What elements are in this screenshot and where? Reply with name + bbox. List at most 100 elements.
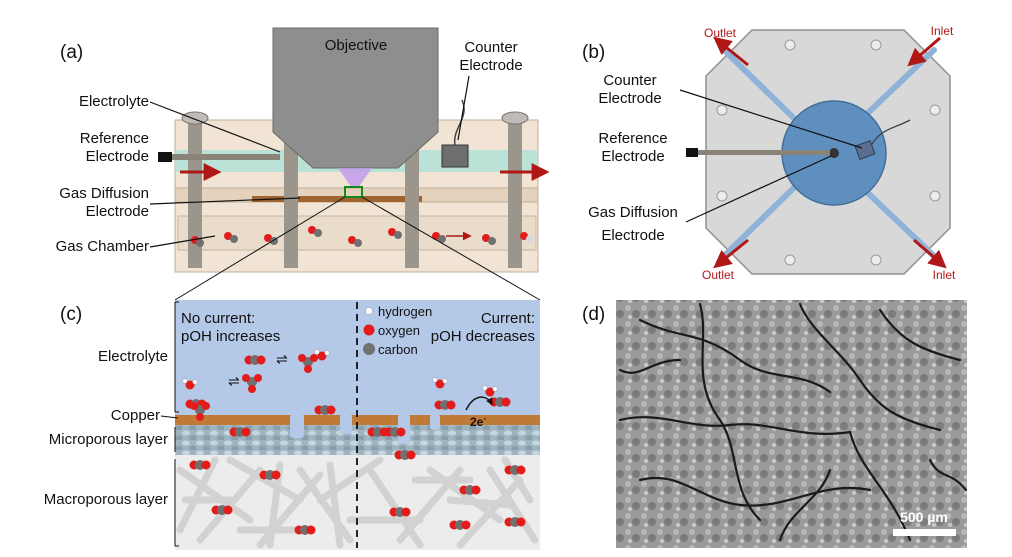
panel-d-label: (d) [582,304,605,325]
b-reference-label-2: Electrode [601,148,664,165]
legend-hydrogen: hydrogen [378,304,432,319]
fiber [326,461,344,549]
reference-electrode-tip-b [686,148,698,157]
hydrogen-atom [192,379,198,385]
oxygen-atom [242,374,250,382]
copper-layer-label: Copper [111,407,160,424]
fiber [366,466,424,549]
hydrogen-atom [482,385,488,391]
oxygen-atom [326,405,336,415]
legend-carbon-swatch [363,343,375,355]
oxygen-atom [471,485,481,495]
focus-box [344,186,363,198]
scale-bar [893,529,956,536]
electrolyte-label: Electrolyte [79,93,149,110]
panel-b: (b) Outlet Inlet Outlet [582,24,956,282]
oxygen-atom [317,351,327,361]
outlet-arrow-bottom [713,238,749,269]
gas-chamber-leader [149,235,216,248]
panel-b-label: (b) [582,42,605,63]
inlet-label-bottom: Inlet [933,268,956,282]
reference-electrode-rod [172,154,280,160]
legend-hydrogen-swatch [365,307,373,315]
reference-electrode-label-1: Reference [80,130,149,147]
counter-leader [457,75,470,141]
copper-layer [175,415,540,425]
counter-electrode-mesh-b [854,140,876,160]
b-gde-label-2: Electrode [601,227,664,244]
inlet-arrow-bottom [913,238,947,269]
counter-wire-b [871,119,911,145]
no-current-line2: pOH increases [181,328,280,345]
reference-electrode-tip [158,152,172,162]
reaction-arrow [465,396,493,411]
oxygen-atom [446,400,456,410]
oxygen-atom [241,427,251,437]
oxygen-atom [223,505,233,515]
inlet-arrow-top [907,36,941,67]
panel-d: (d) 500 µm [582,300,968,548]
b-counter-label-2: Electrode [598,90,661,107]
current-line1: Current: [481,310,535,327]
oxygen-atom [435,379,445,389]
equilibrium-mark-2: ⇌ [276,351,288,367]
panel-c: (c) No current: pOH increases Current: p… [44,300,540,550]
zoom-line-right [361,196,541,301]
light-cone [338,168,372,188]
b-counter-leader [679,89,863,149]
panel-a-label: (a) [60,42,83,63]
screws [181,111,529,268]
fiber [296,466,354,544]
oxygen-atom [379,427,389,437]
gde-label-1: Gas Diffusion [59,185,149,202]
oxygen-atom [185,380,195,390]
macroporous-layer-label: Macroporous layer [44,491,168,508]
objective-label: Objective [325,37,388,54]
fiber [196,466,264,544]
oxygen-atom [196,413,204,421]
panel-c-label: (c) [60,304,82,325]
inlet-label-top: Inlet [931,24,954,38]
molecules [182,349,526,535]
hydrogen-atom [324,350,330,356]
gde-leader [149,197,301,205]
b-reference-label-1: Reference [598,130,667,147]
gde-label-2: Electrode [86,203,149,220]
objective-lens [272,27,439,169]
legend: hydrogen oxygen carbon [363,304,432,357]
sem-image [616,300,967,548]
oxygen-atom [516,465,526,475]
hydrogen-atom [492,386,498,392]
fiber [226,456,304,504]
gas-chamber-molecules [191,226,534,247]
microporous-layer-label: Microporous layer [49,431,168,448]
oxygen-atom [201,460,211,470]
oxygen-atom [310,354,318,362]
electrolyte-layer-label: Electrolyte [98,348,168,365]
oxygen-atom [396,427,406,437]
no-current-line1: No current: [181,310,255,327]
oxygen-atom [190,402,198,410]
legend-oxygen-swatch [363,324,375,336]
screw-holes [716,39,941,266]
cracks [618,302,968,542]
gde-layer [252,196,422,202]
oxygen-atom [254,374,262,382]
fiber [456,476,524,549]
scale-bar-label: 500 µm [900,509,948,525]
hydrogen-atom [442,378,448,384]
oxygen-atom [501,397,511,407]
copper-leader [160,415,179,419]
current-line2: pOH decreases [431,328,535,345]
reference-electrode-label-2: Electrode [86,148,149,165]
legend-oxygen: oxygen [378,323,420,338]
hydrogen-atom [314,349,320,355]
gas-chamber-label: Gas Chamber [56,238,149,255]
hydrogen-atom [432,377,438,383]
b-gde-label-1: Gas Diffusion [588,204,678,221]
equilibrium-mark-1: ⇌ [228,373,240,389]
counter-electrode-mesh [441,144,469,168]
oxygen-atom [304,365,312,373]
oxygen-atom [461,520,471,530]
electrolyte-leader [149,101,281,153]
